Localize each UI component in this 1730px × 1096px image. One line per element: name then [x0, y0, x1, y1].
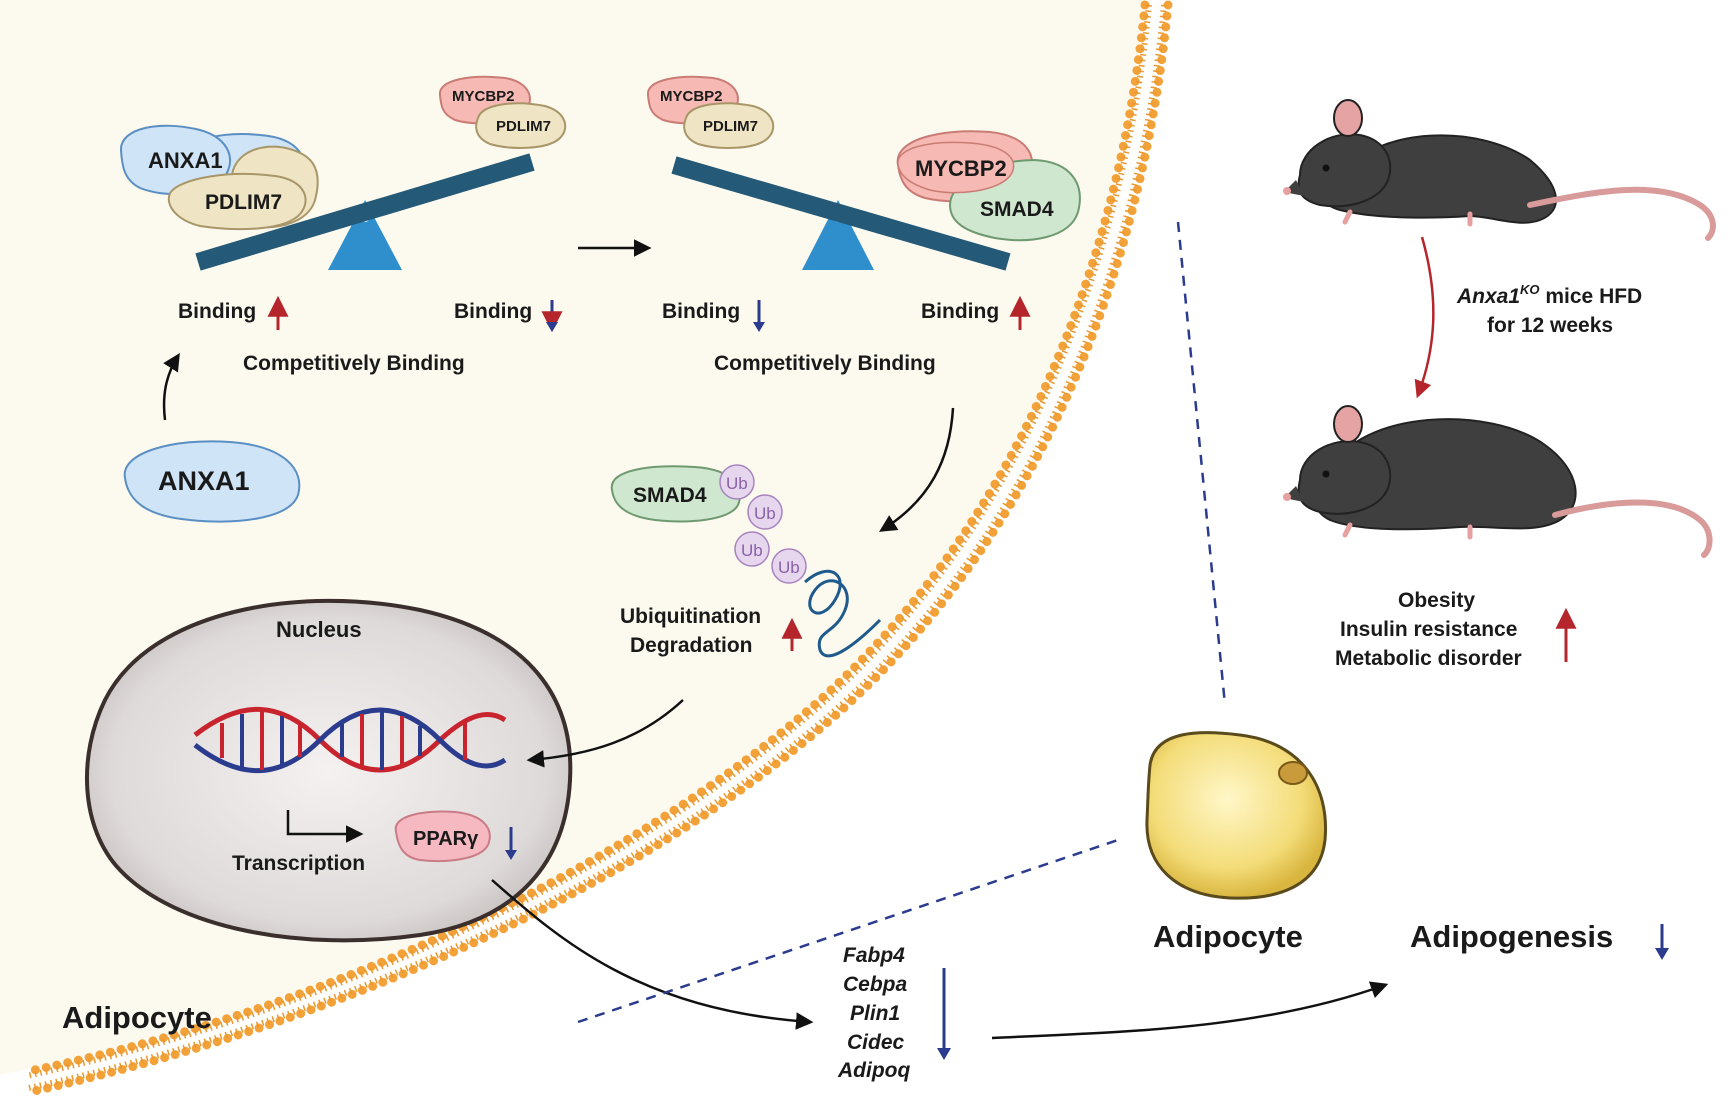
nucleus-label: Nucleus — [276, 617, 362, 642]
degradation-label: Degradation — [630, 634, 753, 657]
adipogenesis-label: Adipogenesis — [1410, 919, 1613, 954]
arrow-anxa1-to-binding — [162, 353, 180, 421]
binding-label-right-2: Binding — [921, 300, 999, 323]
arrow-degradation-to-dna — [526, 699, 684, 768]
gene-1: Cebpa — [843, 973, 908, 996]
seesaw-left — [195, 153, 535, 271]
smad4-ubiquitinated: SMAD4 Ub Ub Ub Ub — [610, 464, 882, 658]
gene-0: Fabp4 — [843, 944, 905, 967]
arrow-pparg-to-genes — [491, 879, 814, 1030]
protein-label-mycbp2-small-left: MYCBP2 — [452, 88, 515, 105]
ub-label-4: Ub — [778, 558, 800, 577]
binding-label-right-1: Binding — [662, 300, 740, 323]
arrow-genes-to-adipogenesis — [991, 981, 1389, 1040]
pparg-protein — [394, 810, 491, 863]
protein-label-pdlim7-small-left: PDLIM7 — [496, 118, 551, 135]
mouse-bottom — [1283, 405, 1713, 558]
binding-label-left-2: Binding — [454, 300, 532, 323]
protein-label-mycbp2: MYCBP2 — [915, 156, 1007, 181]
transcription-label: Transcription — [232, 852, 365, 875]
down-arrow — [937, 1048, 951, 1060]
protein-label-smad4: SMAD4 — [980, 198, 1054, 221]
mouse-strain-text: Anxa1KO mice HFD — [1456, 282, 1642, 308]
ub-label-2: Ub — [754, 504, 776, 523]
red-arrow-hfd — [1414, 236, 1435, 399]
down-arrow — [753, 322, 765, 332]
adipocyte-cell-label: Adipocyte — [62, 1000, 212, 1035]
binding-label-left-1: Binding — [178, 300, 256, 323]
cell-membrane — [20, 0, 1173, 1096]
protein-label-anxa1: ANXA1 — [148, 148, 223, 173]
protein-label-mycbp2-small-right: MYCBP2 — [660, 88, 723, 105]
target-gene-list: Fabp4 Cebpa Plin1 Cidec Adipoq — [837, 944, 951, 1082]
degraded-peptide — [804, 569, 882, 658]
down-arrow — [505, 850, 517, 860]
ub-label-1: Ub — [726, 474, 748, 493]
mouse-duration-text: for 12 weeks — [1487, 314, 1613, 337]
ubiquitin-chain: Ub Ub Ub Ub — [719, 464, 807, 584]
mouse-top — [1283, 99, 1716, 241]
protein-label-smad4-ub: SMAD4 — [633, 484, 707, 507]
zoom-dashed-line-1 — [1176, 221, 1227, 706]
mycbp2-pdlim7-complex-right: MYCBP2 PDLIM7 — [646, 75, 775, 149]
dna-helix — [193, 706, 507, 774]
competitive-binding-label-left: Competitively Binding — [243, 352, 465, 375]
competitive-binding-label-right: Competitively Binding — [714, 352, 936, 375]
protein-label-pdlim7: PDLIM7 — [205, 191, 282, 214]
anxa1-free-protein: ANXA1 — [123, 440, 301, 523]
outcome-2: Metabolic disorder — [1335, 647, 1522, 670]
gene-3: Cidec — [847, 1031, 905, 1054]
arrow-to-ubiquitination — [879, 407, 955, 532]
outcome-0: Obesity — [1398, 589, 1475, 612]
nucleus: Nucleus Transcription PPARγ — [84, 598, 573, 943]
seesaw-right — [671, 156, 1011, 271]
down-arrow — [1655, 948, 1669, 960]
transcription-arrow — [286, 810, 364, 843]
mycbp2-pdlim7-complex-left: MYCBP2 PDLIM7 — [438, 75, 567, 149]
protein-label-pparg: PPARγ — [413, 828, 479, 850]
adipocyte-fat-label: Adipocyte — [1153, 919, 1303, 954]
mycbp2-smad4-complex: MYCBP2 SMAD4 — [896, 130, 1081, 242]
protein-label-anxa1-free: ANXA1 — [158, 466, 250, 496]
adipocyte-fat-cell — [1145, 731, 1328, 900]
ubiquitination-label: Ubiquitination — [620, 605, 761, 628]
ub-label-3: Ub — [741, 541, 763, 560]
gene-2: Plin1 — [850, 1002, 900, 1025]
anxa1-pdlim7-complex: ANXA1 PDLIM7 — [119, 124, 319, 231]
protein-label-pdlim7-small-right: PDLIM7 — [703, 118, 758, 135]
outcome-1: Insulin resistance — [1340, 618, 1517, 641]
zoom-dashed-line-2 — [577, 838, 1119, 1024]
gene-4: Adipoq — [837, 1059, 910, 1082]
